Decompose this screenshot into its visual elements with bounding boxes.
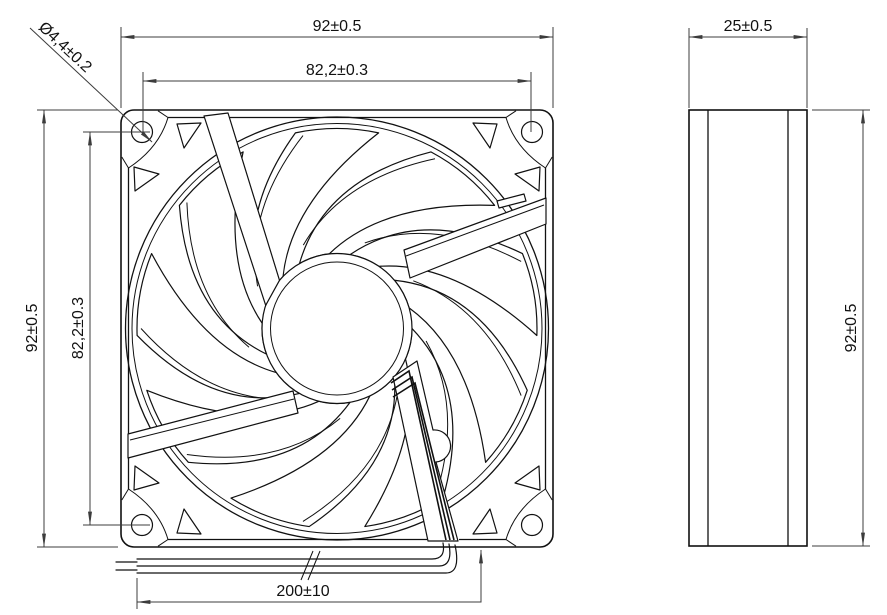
- wire-channel: [390, 360, 459, 542]
- strut-top: [203, 112, 281, 306]
- dim-front-height: 92±0.5: [24, 109, 118, 548]
- dim-side-height: 92±0.5: [812, 109, 870, 547]
- dim-hole-diameter-label: Ø4,4±0.2: [35, 19, 95, 76]
- side-view: [688, 109, 808, 547]
- dim-front-hole-spacing-h-label: 82,2±0.3: [306, 62, 368, 79]
- lead-wires: [115, 542, 458, 581]
- dim-front-hole-spacing-v-label: 82,2±0.3: [70, 297, 87, 359]
- dim-lead-length-label: 200±10: [276, 583, 329, 600]
- dim-side-depth-label: 25±0.5: [724, 18, 773, 35]
- front-view: [104, 91, 572, 581]
- strut-bottom-left: [127, 390, 299, 459]
- side-flange-lines: [707, 110, 789, 546]
- venturi-ring: [124, 116, 550, 541]
- dim-front-hole-spacing-v: 82,2±0.3: [70, 131, 150, 526]
- dim-side-depth: 25±0.5: [688, 18, 808, 108]
- dim-front-width: 92±0.5: [120, 18, 554, 108]
- support-struts: [127, 112, 547, 459]
- dim-side-height-label: 92±0.5: [843, 303, 860, 352]
- strut-right: [403, 197, 547, 279]
- fan-hub: [261, 252, 413, 405]
- dim-front-width-label: 92±0.5: [313, 18, 362, 35]
- dim-lead-length: 200±10: [136, 549, 483, 609]
- dim-front-height-label: 92±0.5: [24, 303, 41, 352]
- side-body: [688, 109, 808, 547]
- dim-front-hole-spacing-h: 82,2±0.3: [142, 62, 532, 132]
